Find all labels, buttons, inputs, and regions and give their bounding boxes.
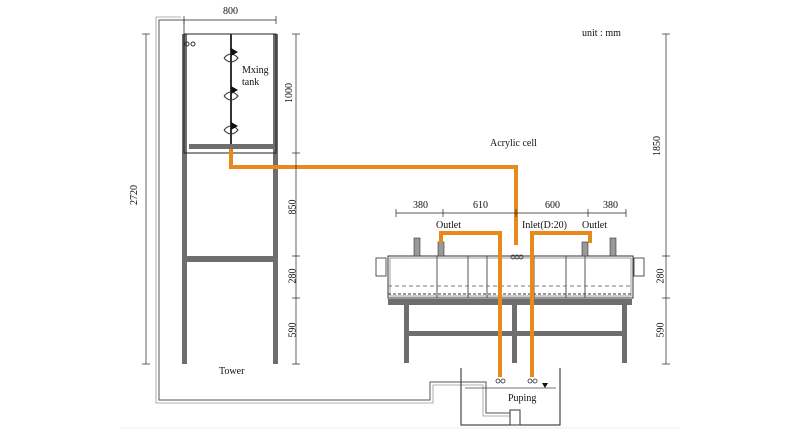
- dim-cell-seg-4: 380: [603, 200, 618, 211]
- dim-tank-height: 1000: [284, 83, 295, 103]
- dim-cell-height: 280: [655, 268, 667, 284]
- dim-tank-width: 800: [223, 6, 238, 17]
- dim-cell-total: 1850: [652, 136, 663, 156]
- outlet-right-label: Outlet: [582, 220, 607, 231]
- pipe-nozzles: [495, 254, 538, 384]
- inlet-label: Inlet(D:20): [522, 220, 567, 231]
- mixing-tank-label-line1: Mxing: [242, 65, 269, 76]
- dim-cell-seg-2: 610: [473, 200, 488, 211]
- acrylic-cell-label: Acrylic cell: [490, 138, 537, 149]
- dim-tower-total: 2720: [129, 185, 140, 205]
- outlet-left-label: Outlet: [436, 220, 461, 231]
- dim-tower-middle: 280: [287, 268, 299, 284]
- pumping-label: Puping: [508, 393, 537, 404]
- dimension-lines: [142, 16, 670, 365]
- dim-tower-upper: 850: [287, 199, 299, 215]
- acrylic-cell: [375, 237, 645, 299]
- pump-reservoir: [460, 368, 561, 426]
- unit-label: unit : mm: [582, 28, 621, 39]
- cell-table: [388, 299, 632, 363]
- tower-frame: [182, 34, 278, 364]
- dim-cell-leg: 590: [655, 322, 667, 338]
- mixing-tank-label-line2: tank: [242, 77, 260, 88]
- mixing-tank: [183, 33, 277, 154]
- dim-cell-seg-1: 380: [413, 200, 428, 211]
- dim-tower-lower: 590: [287, 322, 299, 338]
- return-line: [158, 19, 514, 414]
- orange-pipes: [229, 149, 592, 377]
- dim-cell-seg-3: 600: [545, 200, 560, 211]
- tower-label: Tower: [219, 366, 245, 377]
